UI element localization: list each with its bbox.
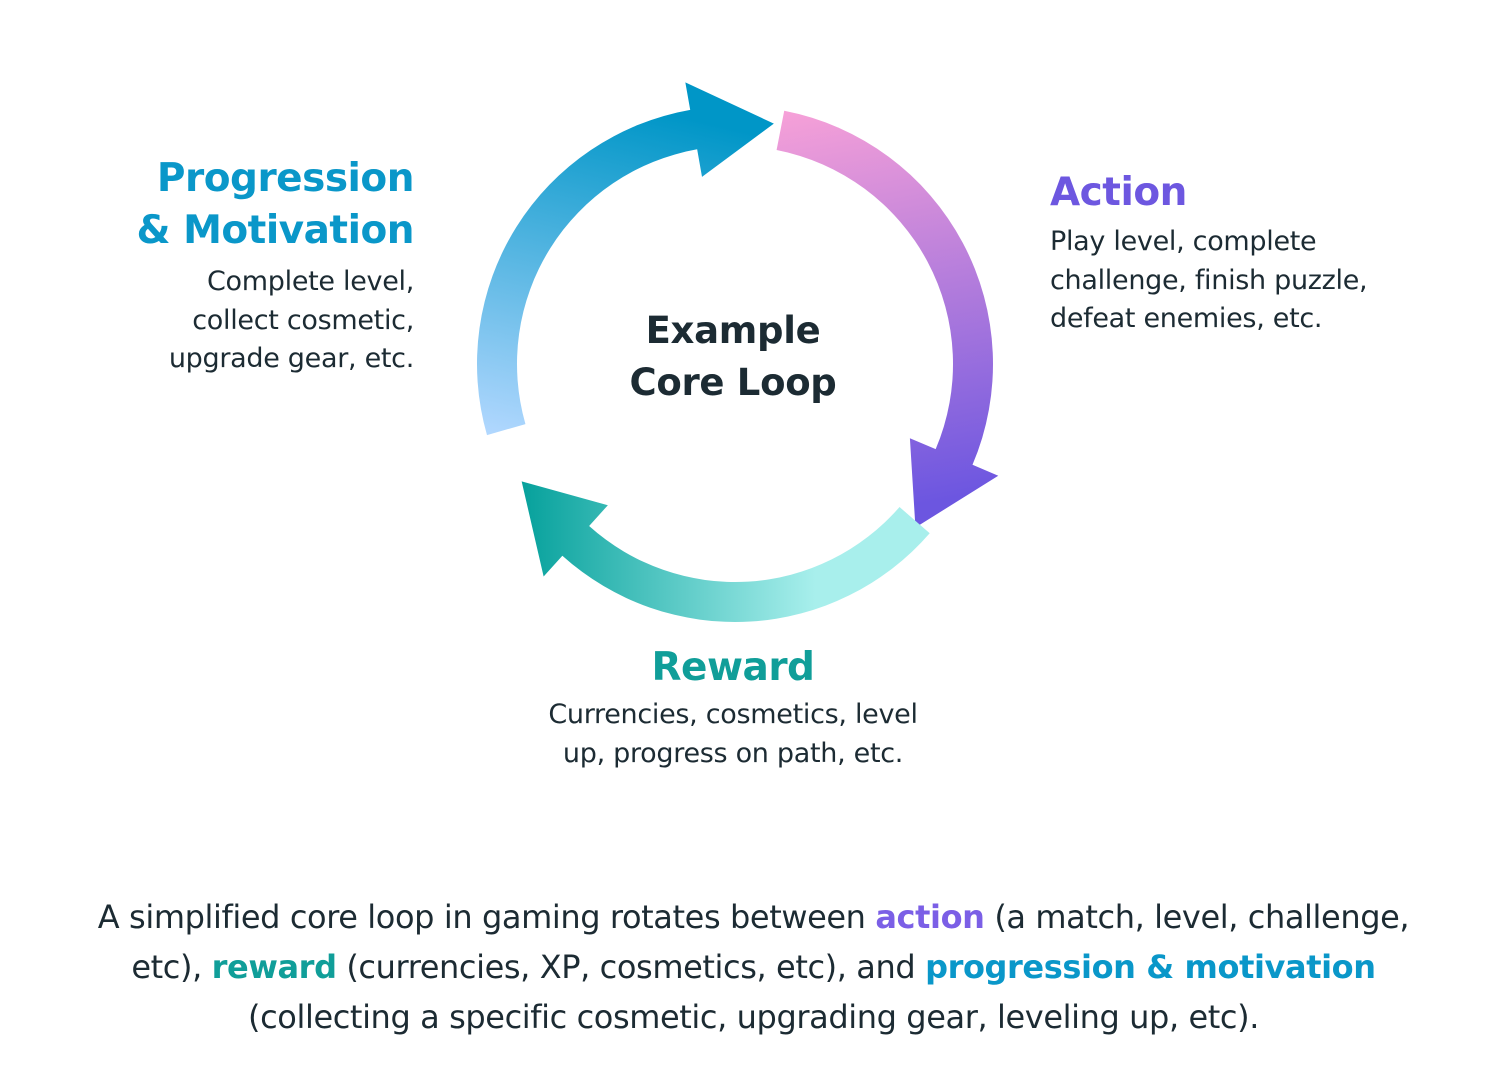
center-title-line2: Core Loop (629, 361, 837, 404)
progression-desc-line: upgrade gear, etc. (168, 343, 414, 374)
caption-text: (currencies, XP, cosmetics, etc), and (336, 948, 926, 986)
reward-stage: Reward Currencies, cosmetics, level up, … (483, 642, 983, 773)
reward-desc-line: Currencies, cosmetics, level (548, 699, 918, 730)
diagram-caption: A simplified core loop in gaming rotates… (60, 892, 1447, 1042)
caption-text: (a match, level, challenge, etc), (131, 898, 1410, 986)
action-title: Action (1050, 170, 1187, 215)
caption-keyword-reward: reward (211, 948, 337, 986)
caption-keyword-action: action (875, 898, 985, 936)
reward-arrow-shape (521, 481, 930, 623)
action-desc-line: defeat enemies, etc. (1050, 303, 1323, 334)
diagram-center-title: Example Core Loop (583, 305, 883, 409)
reward-arrow-icon (521, 481, 930, 623)
action-arrow-icon (776, 110, 999, 528)
reward-title: Reward (651, 645, 815, 690)
action-stage: Action Play level, complete challenge, f… (1050, 167, 1450, 339)
action-arrow-shape (776, 110, 999, 528)
action-desc-line: Play level, complete (1050, 226, 1317, 257)
caption-keyword-progression: progression & motivation (925, 948, 1376, 986)
progression-arrow-icon (477, 82, 774, 436)
center-title-line1: Example (645, 309, 821, 352)
reward-description: Currencies, cosmetics, level up, progres… (483, 696, 983, 773)
progression-description: Complete level, collect cosmetic, upgrad… (74, 263, 414, 379)
reward-desc-line: up, progress on path, etc. (562, 737, 904, 769)
progression-title-line2: & Motivation (136, 208, 414, 253)
progression-title-line1: Progression (156, 156, 415, 201)
progression-title: Progression & Motivation (74, 153, 414, 257)
caption-text: A simplified core loop in gaming rotates… (97, 898, 876, 936)
action-description: Play level, complete challenge, finish p… (1050, 223, 1450, 339)
action-desc-line: challenge, finish puzzle, (1050, 264, 1368, 296)
progression-desc-line: collect cosmetic, (192, 304, 414, 336)
caption-text: (collecting a specific cosmetic, upgradi… (248, 998, 1259, 1036)
progression-stage: Progression & Motivation Complete level,… (74, 153, 414, 379)
progression-desc-line: Complete level, (207, 266, 414, 297)
progression-arrow-shape (477, 82, 774, 436)
